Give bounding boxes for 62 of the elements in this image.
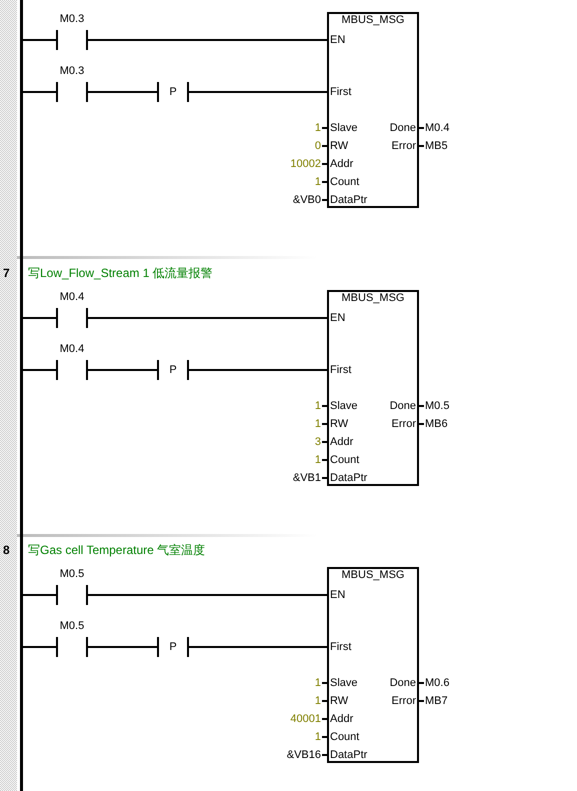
contact-address: M0.4 — [58, 342, 86, 356]
pin-name: Count — [330, 175, 360, 189]
pin-name: Done — [390, 399, 416, 413]
pin-name: EN — [330, 311, 346, 325]
wire — [23, 369, 56, 371]
wire — [23, 317, 56, 319]
block-title: MBUS_MSG — [340, 568, 406, 582]
wire — [88, 594, 327, 596]
contact-symbol-label: P — [168, 85, 178, 99]
function-block — [327, 567, 419, 763]
wire — [189, 369, 327, 371]
wire — [23, 594, 56, 596]
contact-address: M0.5 — [58, 567, 86, 581]
contact-address: M0.3 — [58, 64, 86, 78]
wire — [88, 91, 157, 93]
contact-symbol-label: P — [168, 363, 178, 377]
pin-name: Addr — [330, 712, 354, 726]
pin-name: Count — [330, 730, 360, 744]
network-comment: 写Gas cell Temperature 气室温度 — [28, 543, 206, 557]
contact-address: M0.3 — [58, 12, 86, 26]
pin-name: First — [330, 85, 352, 99]
wire — [23, 39, 56, 41]
pin-name: EN — [330, 588, 346, 602]
network-number: 8 — [3, 543, 10, 557]
pin-name: Error — [392, 694, 416, 708]
pin-name: First — [330, 363, 352, 377]
pin-name: Addr — [330, 435, 354, 449]
block-title: MBUS_MSG — [340, 13, 406, 27]
contact-address: M0.5 — [58, 619, 86, 633]
pin-name: RW — [330, 417, 348, 431]
wire — [23, 91, 56, 93]
wire — [23, 646, 56, 648]
pin-name: First — [330, 640, 352, 654]
pin-name: Done — [390, 121, 416, 135]
contact-address: M0.4 — [58, 290, 86, 304]
wire — [189, 91, 327, 93]
network-comment: 写Low_Flow_Stream 1 低流量报警 — [28, 266, 213, 280]
pin-name: EN — [330, 33, 346, 47]
wire — [88, 646, 157, 648]
network-number: 7 — [3, 266, 10, 280]
pin-name: Addr — [330, 157, 354, 171]
pin-name: RW — [330, 694, 348, 708]
function-block — [327, 290, 419, 486]
pin-name: Count — [330, 453, 360, 467]
function-block — [327, 12, 419, 208]
block-title: MBUS_MSG — [340, 291, 406, 305]
pin-name: Slave — [330, 121, 358, 135]
wire — [189, 646, 327, 648]
pin-name: DataPtr — [330, 748, 368, 762]
contact-symbol-label: P — [168, 640, 178, 654]
wire — [88, 369, 157, 371]
wire — [88, 317, 327, 319]
pin-name: Slave — [330, 399, 358, 413]
wire — [88, 39, 327, 41]
pin-name: Done — [390, 676, 416, 690]
pin-name: RW — [330, 139, 348, 153]
pin-name: Slave — [330, 676, 358, 690]
pin-name: DataPtr — [330, 471, 368, 485]
pin-name: Error — [392, 139, 416, 153]
power-rail — [20, 0, 23, 791]
pin-name: DataPtr — [330, 193, 368, 207]
pin-name: Error — [392, 417, 416, 431]
